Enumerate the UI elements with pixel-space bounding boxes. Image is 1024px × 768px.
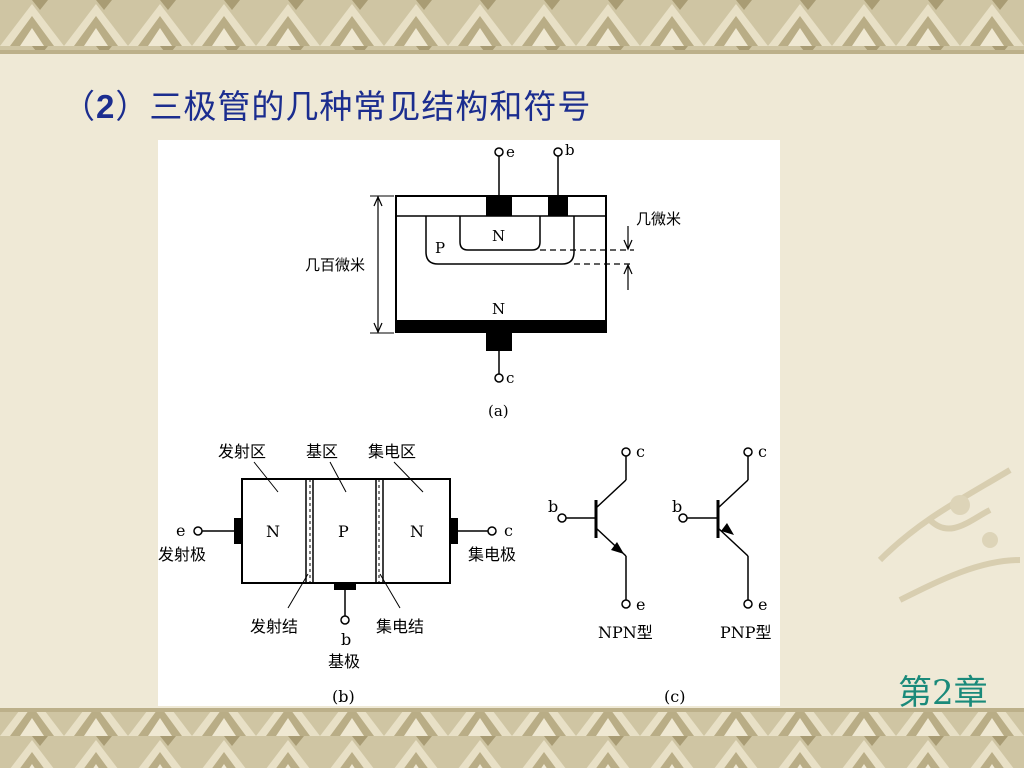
- diagram-b-structure: [193, 461, 497, 625]
- n-region-outline: [459, 216, 541, 251]
- b-emitter-contact: [234, 518, 242, 544]
- terminal-e-dot: [494, 147, 504, 157]
- b-region-n-left: N: [266, 522, 280, 541]
- a-label-thin: 几微米: [636, 210, 681, 228]
- npn-b-label: b: [548, 497, 558, 516]
- b-terminal-e: e: [176, 521, 185, 540]
- pnp-e-label: e: [758, 595, 767, 614]
- slide-title: （2）三极管的几种常见结构和符号: [62, 87, 592, 126]
- a-region-p: P: [435, 239, 445, 257]
- b-label-base-region: 基区: [306, 442, 338, 461]
- b-collector-contact: [450, 518, 458, 544]
- b-region-n-right: N: [410, 522, 424, 541]
- npn-e-label: e: [636, 595, 645, 614]
- a-label-c: c: [506, 369, 514, 387]
- chapter-label: 第2章: [898, 673, 988, 713]
- b-label-base: 基极: [328, 652, 360, 671]
- terminal-c-dot: [494, 373, 504, 383]
- a-label-width: 几百微米: [305, 256, 365, 274]
- b-label-emitter-region: 发射区: [218, 442, 266, 461]
- pnp-symbol: [678, 447, 753, 609]
- npn-type-label: NPN型: [598, 623, 653, 642]
- diagram-a-cross-section: [370, 147, 634, 383]
- a-label-e: e: [506, 143, 515, 161]
- p-region-outline: [425, 216, 575, 265]
- a-region-n-top: N: [492, 227, 505, 245]
- b-label-collector-junction: 集电结: [376, 617, 424, 636]
- b-caption: (b): [332, 687, 355, 706]
- b-region-p: P: [338, 522, 349, 541]
- npn-symbol: [557, 447, 631, 609]
- diagram-panel: e b c N P N 几百微米 几微米 (a) 发射区: [158, 140, 780, 706]
- a-label-b: b: [565, 141, 575, 159]
- a-region-n-bottom: N: [492, 300, 505, 318]
- collector-metal: [396, 320, 606, 333]
- c-caption: (c): [664, 687, 685, 706]
- emitter-contact: [486, 196, 512, 216]
- b-label-collector-region: 集电区: [368, 442, 416, 461]
- b-terminal-b: b: [341, 630, 351, 649]
- b-terminal-c: c: [504, 521, 513, 540]
- pnp-type-label: PNP型: [720, 623, 772, 642]
- terminal-b-dot: [553, 147, 563, 157]
- pnp-b-label: b: [672, 497, 682, 516]
- b-label-emitter: 发射极: [158, 545, 206, 564]
- collector-contact: [486, 333, 512, 351]
- b-label-emitter-junction: 发射结: [250, 617, 298, 636]
- b-base-contact: [334, 583, 356, 590]
- base-contact: [548, 196, 568, 216]
- npn-c-label: c: [636, 442, 645, 461]
- b-label-collector: 集电极: [468, 545, 516, 564]
- pnp-c-label: c: [758, 442, 767, 461]
- a-caption: (a): [488, 402, 509, 420]
